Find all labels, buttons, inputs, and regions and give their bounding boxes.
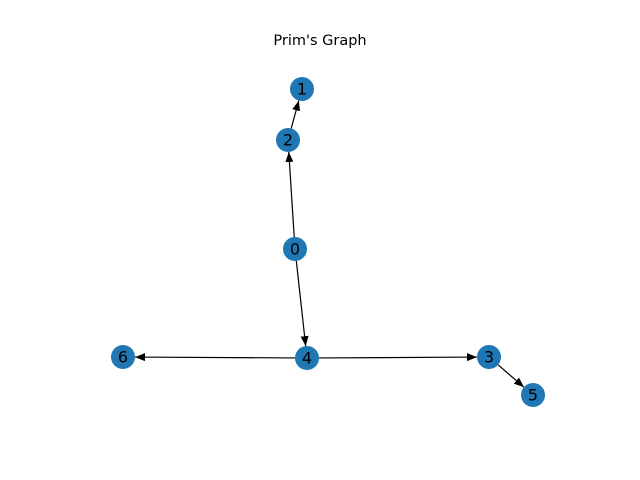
nodes-layer: 0 1 2 3 4 5 6 (111, 77, 545, 407)
node-6: 6 (111, 345, 135, 369)
node-label-6: 6 (118, 348, 128, 367)
node-circle-0 (283, 237, 307, 261)
node-1: 1 (290, 77, 314, 101)
node-circle-2 (276, 128, 300, 152)
node-circle-6 (111, 345, 135, 369)
node-circle-1 (290, 77, 314, 101)
node-label-3: 3 (484, 348, 494, 367)
edge-0-to-4 (295, 260, 309, 347)
node-label-5: 5 (528, 386, 538, 405)
edge-2-to-1 (290, 100, 301, 129)
node-label-0: 0 (290, 240, 300, 259)
node-3: 3 (477, 345, 501, 369)
edges-layer (134, 100, 525, 388)
node-circle-3 (477, 345, 501, 369)
edge-4-to-3 (318, 353, 478, 362)
node-2: 2 (276, 128, 300, 152)
edge-0-to-2 (285, 151, 295, 238)
node-circle-5 (521, 383, 545, 407)
node-label-1: 1 (297, 80, 307, 99)
node-5: 5 (521, 383, 545, 407)
node-label-4: 4 (302, 349, 312, 368)
node-4: 4 (295, 346, 319, 370)
node-0: 0 (283, 237, 307, 261)
edge-3-to-5 (497, 364, 525, 388)
node-circle-4 (295, 346, 319, 370)
chart-title: Prim's Graph (273, 33, 367, 49)
node-label-2: 2 (283, 131, 293, 150)
edge-4-to-6 (134, 353, 296, 362)
